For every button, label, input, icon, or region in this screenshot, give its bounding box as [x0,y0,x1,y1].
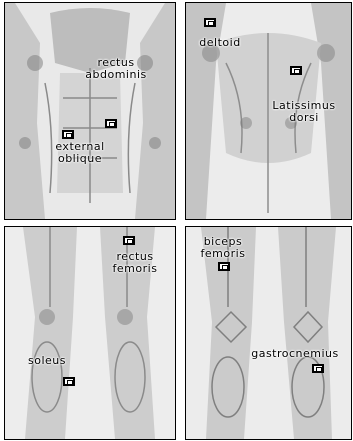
marker-soleus[interactable] [63,377,75,386]
panel-torso-front: rectus abdominis external oblique [4,2,176,220]
label-gastrocnemius: gastrocnemius [241,348,349,360]
label-rectus-femoris: rectus femoris [100,251,170,275]
panel-back-legs: biceps femoris gastrocnemius [185,226,352,440]
panel-back: deltoid Latissimus dorsi [185,2,352,220]
label-latissimus-dorsi: Latissimus dorsi [262,100,346,124]
marker-external-oblique[interactable] [62,130,74,139]
marker-biceps-femoris[interactable] [218,262,230,271]
marker-gastrocnemius[interactable] [312,364,324,373]
marker-rectus-abdominis[interactable] [105,119,117,128]
label-soleus: soleus [27,355,67,367]
label-external-oblique: external oblique [45,141,115,165]
marker-rectus-femoris[interactable] [123,236,135,245]
label-deltoid: deltoid [196,37,244,49]
marker-latissimus-dorsi[interactable] [290,66,302,75]
label-biceps-femoris: biceps femoris [188,236,258,260]
label-rectus-abdominis: rectus abdominis [81,57,151,81]
panel-front-legs: rectus femoris soleus [4,226,176,440]
marker-deltoid[interactable] [204,18,216,27]
torso-front-illustration [5,3,175,219]
